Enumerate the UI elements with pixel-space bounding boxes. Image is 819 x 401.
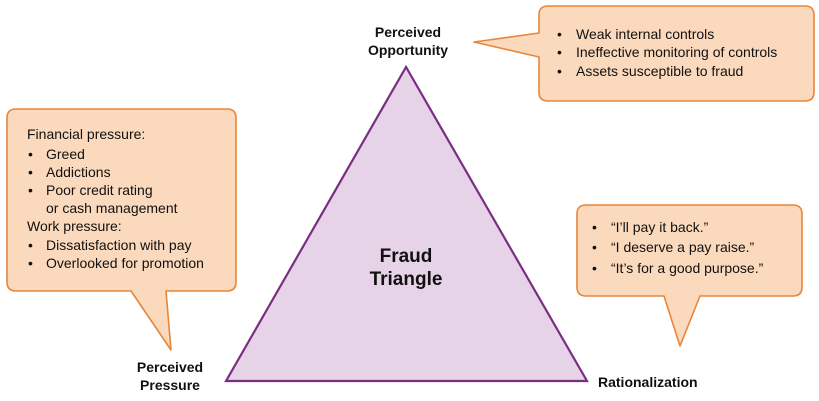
- rationalization-bubble: [576, 204, 803, 347]
- pressure-list: Financial pressure: • Greed • Addictions…: [27, 126, 204, 271]
- financial-item-continuation: or cash management: [46, 200, 178, 216]
- bullet-icon: •: [557, 44, 562, 60]
- triangle-title-line1: Fraud: [380, 246, 433, 267]
- opportunity-list: • Weak internal controls • Ineffective m…: [557, 26, 777, 79]
- triangle-title-line2: Triangle: [370, 269, 443, 290]
- opportunity-label-line1: Perceived: [375, 24, 441, 40]
- bullet-icon: •: [557, 26, 562, 42]
- rationalization-item: “It’s for a good purpose.”: [611, 260, 764, 276]
- financial-item: Greed: [46, 146, 85, 162]
- work-item: Overlooked for promotion: [46, 255, 204, 271]
- opportunity-bubble: [473, 5, 815, 102]
- rationalization-label: Rationalization: [598, 374, 698, 390]
- bullet-icon: •: [28, 255, 33, 271]
- rationalization-item: “I’ll pay it back.”: [611, 219, 709, 235]
- rationalization-item: “I deserve a pay raise.”: [611, 239, 755, 255]
- opportunity-item: Assets susceptible to fraud: [576, 63, 743, 79]
- opportunity-item: Ineffective monitoring of controls: [576, 44, 777, 60]
- work-pressure-heading: Work pressure:: [27, 218, 122, 234]
- pressure-label-line1: Perceived: [137, 359, 203, 375]
- bullet-icon: •: [28, 182, 33, 198]
- bullet-icon: •: [592, 219, 597, 235]
- bullet-icon: •: [592, 260, 597, 276]
- opportunity-label-line2: Opportunity: [368, 42, 448, 58]
- pressure-bubble: [6, 108, 237, 351]
- pressure-label-line2: Pressure: [140, 377, 200, 393]
- bullet-icon: •: [28, 164, 33, 180]
- opportunity-item: Weak internal controls: [576, 26, 714, 42]
- rationalization-list: • “I’ll pay it back.” • “I deserve a pay…: [592, 219, 764, 276]
- bullet-icon: •: [592, 239, 597, 255]
- financial-item: Addictions: [46, 164, 111, 180]
- financial-pressure-heading: Financial pressure:: [27, 126, 145, 142]
- bullet-icon: •: [28, 146, 33, 162]
- work-item: Dissatisfaction with pay: [46, 237, 192, 253]
- fraud-triangle: [224, 64, 589, 383]
- bullet-icon: •: [557, 63, 562, 79]
- bullet-icon: •: [28, 237, 33, 253]
- financial-item: Poor credit rating: [46, 182, 153, 198]
